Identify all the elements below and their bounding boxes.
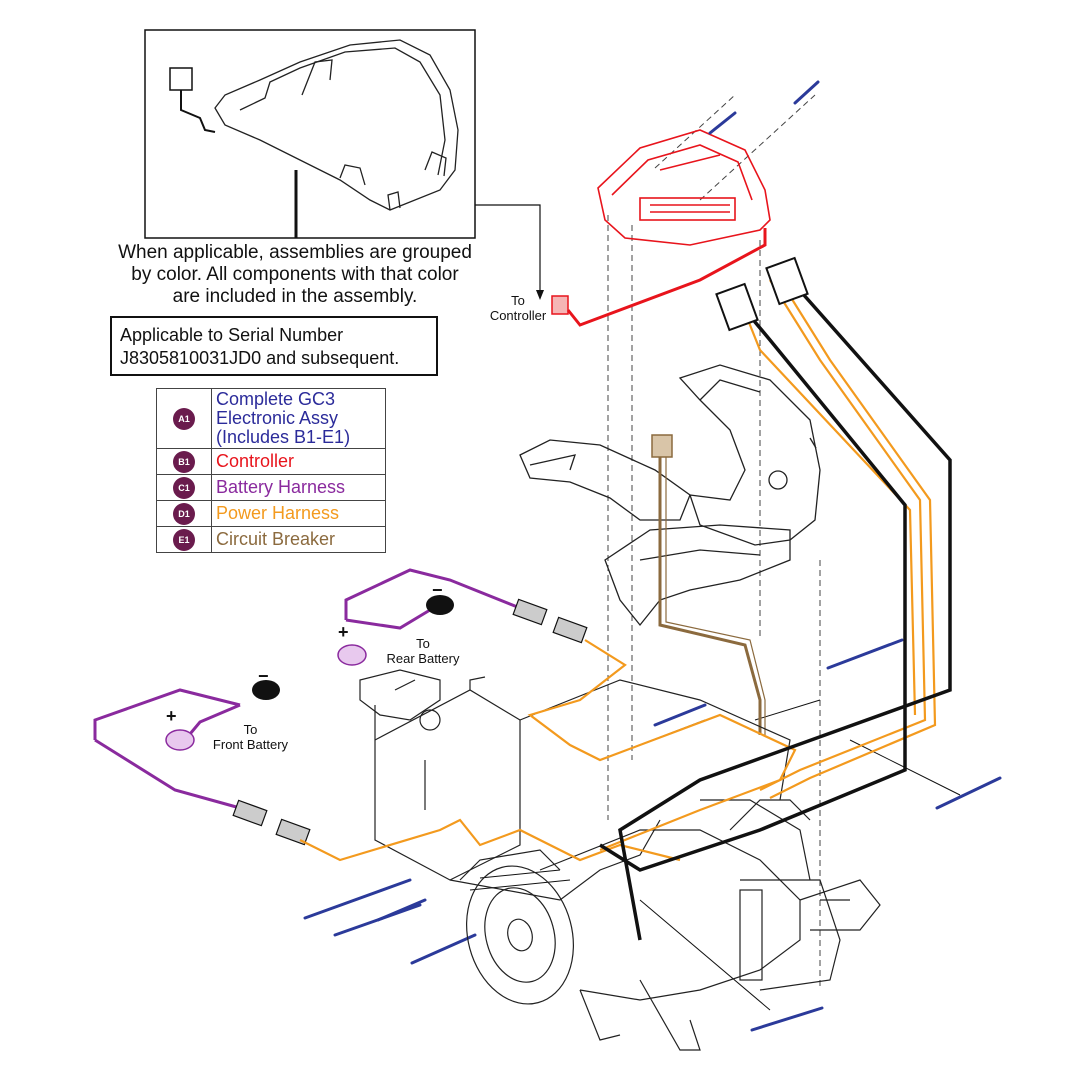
to-front-battery-label: To Front Battery	[203, 722, 298, 752]
to-controller-label: To Controller	[488, 293, 548, 323]
inset-connector	[169, 67, 216, 133]
legend-row-d1: D1 Power Harness	[156, 500, 386, 527]
legend-label-c1: Battery Harness	[211, 474, 386, 501]
to-controller-to: To	[511, 293, 525, 308]
power-harness	[299, 279, 937, 862]
serial-line-2: J8305810031JD0 and subsequent.	[120, 348, 400, 368]
battery-connectors	[232, 598, 588, 846]
badge-c1: C1	[173, 477, 195, 499]
battery-terminals	[165, 595, 454, 751]
legend-row-e1: E1 Circuit Breaker	[156, 526, 386, 553]
rear-negative-symbol: −	[432, 580, 443, 600]
serial-line-1: Applicable to Serial Number	[120, 325, 344, 345]
inset-shroud-cover	[214, 39, 459, 211]
battery-tray	[359, 669, 791, 901]
note-line-2: by color. All components with that color	[131, 264, 459, 285]
to-rear-battery-to: To	[416, 636, 430, 651]
legend-row-b1: B1 Controller	[156, 448, 386, 475]
note-line-1: When applicable, assemblies are grouped	[118, 242, 472, 263]
motor-transaxle	[459, 799, 881, 1051]
controller-connector	[551, 228, 767, 327]
legend-label-e1: Circuit Breaker	[211, 526, 386, 553]
assembly-legend: A1 Complete GC3 Electronic Assy (Include…	[156, 388, 386, 553]
legend-row-a1: A1 Complete GC3 Electronic Assy (Include…	[156, 388, 386, 449]
serial-number-box: Applicable to Serial Number J8305810031J…	[110, 316, 438, 376]
battery-harness-rear	[344, 568, 521, 630]
legend-label-a1: Complete GC3 Electronic Assy (Includes B…	[211, 388, 386, 449]
badge-e1: E1	[173, 529, 195, 551]
badge-b1: B1	[173, 451, 195, 473]
to-rear-battery-label: To Rear Battery	[378, 636, 468, 666]
to-controller-text: Controller	[489, 308, 547, 323]
inset-frame	[144, 29, 476, 239]
screws	[303, 80, 1002, 1032]
main-cable-connectors	[715, 256, 809, 332]
legend-label-b1: Controller	[211, 448, 386, 475]
front-negative-symbol: −	[258, 666, 269, 686]
to-rear-battery-text: Rear Battery	[386, 651, 460, 666]
badge-a1: A1	[173, 408, 195, 430]
circuit-breaker	[651, 434, 766, 735]
to-front-battery-text: Front Battery	[212, 737, 289, 752]
guide-lines	[607, 94, 821, 990]
to-controller-leader	[475, 204, 541, 295]
legend-row-c1: C1 Battery Harness	[156, 474, 386, 501]
shroud-body	[519, 364, 821, 627]
main-cables	[599, 283, 952, 941]
rear-positive-symbol: +	[338, 622, 349, 642]
assembly-color-note: When applicable, assemblies are grouped …	[60, 242, 530, 308]
controller-assembly	[597, 129, 771, 246]
to-front-battery-to: To	[243, 722, 258, 737]
note-line-3: are included in the assembly.	[172, 286, 418, 307]
badge-d1: D1	[173, 503, 195, 525]
legend-label-d1: Power Harness	[211, 500, 386, 527]
front-positive-symbol: +	[166, 706, 177, 726]
